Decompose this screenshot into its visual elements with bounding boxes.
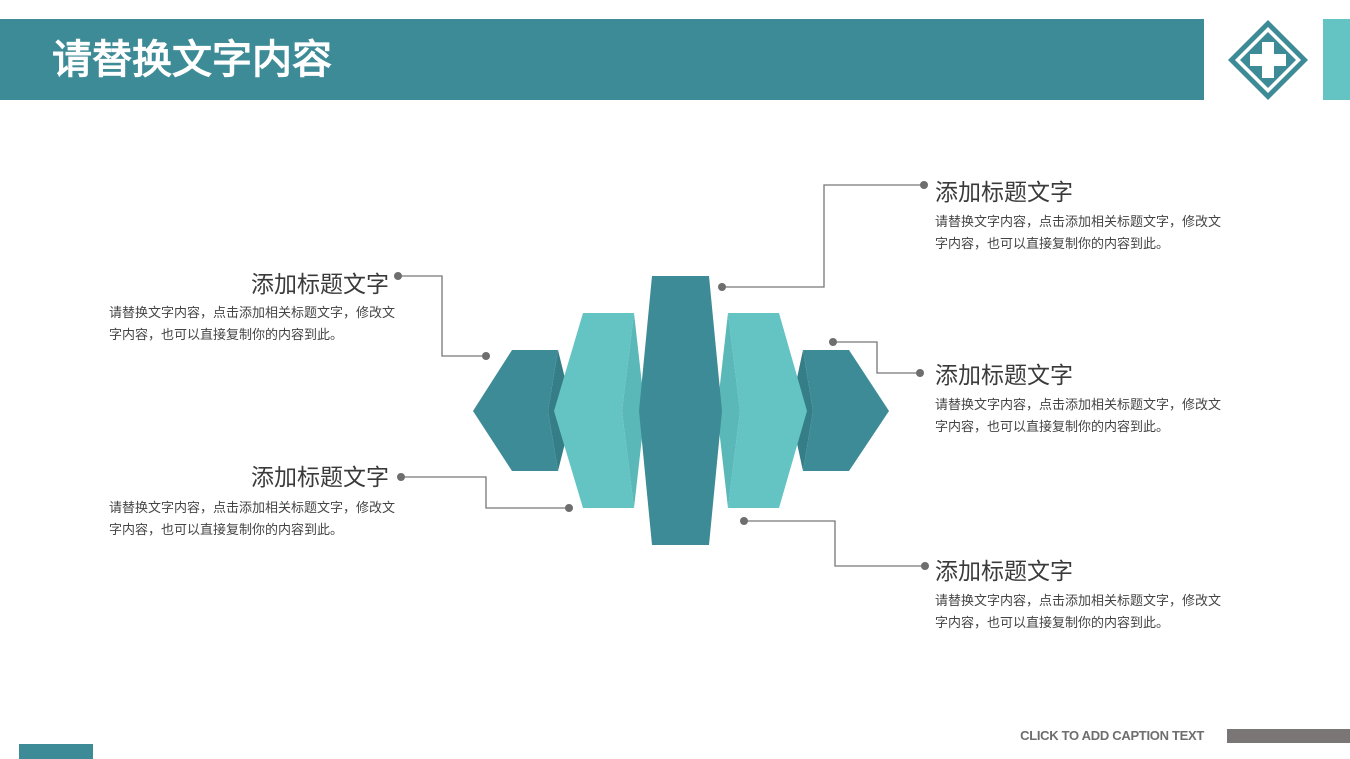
page-title: 请替换文字内容 — [52, 37, 332, 83]
item-title-right-bottom: 添加标题文字 — [935, 559, 1073, 585]
item-title-left-bottom: 添加标题文字 — [251, 465, 389, 491]
left-middle-hexagon — [554, 313, 645, 508]
connector-right-middle — [833, 341, 920, 374]
connector-left-top — [398, 275, 486, 357]
center-hexagon — [639, 276, 722, 545]
footer-accent-bar — [19, 744, 93, 759]
caption-bar — [1227, 729, 1350, 743]
header-accent-bar — [1323, 19, 1350, 100]
item-desc-right-top: 请替换文字内容，点击添加相关标题文字，修改文字内容，也可以直接复制你的内容到此。 — [935, 215, 1222, 252]
connector-left-bottom — [401, 476, 569, 509]
right-middle-hexagon — [717, 313, 807, 508]
item-desc-left-bottom: 请替换文字内容，点击添加相关标题文字，修改文字内容，也可以直接复制你的内容到此。 — [109, 501, 396, 538]
item-title-right-middle: 添加标题文字 — [935, 363, 1073, 389]
connector-right-bottom — [744, 520, 925, 567]
item-desc-right-bottom: 请替换文字内容，点击添加相关标题文字，修改文字内容，也可以直接复制你的内容到此。 — [935, 594, 1222, 631]
connector-right-top — [722, 184, 924, 288]
connectors — [398, 184, 925, 567]
item-title-right-top: 添加标题文字 — [935, 180, 1073, 206]
header-bar — [0, 19, 1204, 100]
item-desc-right-middle: 请替换文字内容，点击添加相关标题文字，修改文字内容，也可以直接复制你的内容到此。 — [935, 398, 1222, 435]
caption-text[interactable]: CLICK TO ADD CAPTION TEXT — [1020, 728, 1204, 743]
connector-dots — [394, 181, 929, 570]
left-outer-hexagon — [473, 350, 573, 471]
item-desc-left-top: 请替换文字内容，点击添加相关标题文字，修改文字内容，也可以直接复制你的内容到此。 — [109, 306, 396, 343]
medical-cross-icon — [1228, 20, 1308, 100]
item-title-left-top: 添加标题文字 — [251, 272, 389, 298]
